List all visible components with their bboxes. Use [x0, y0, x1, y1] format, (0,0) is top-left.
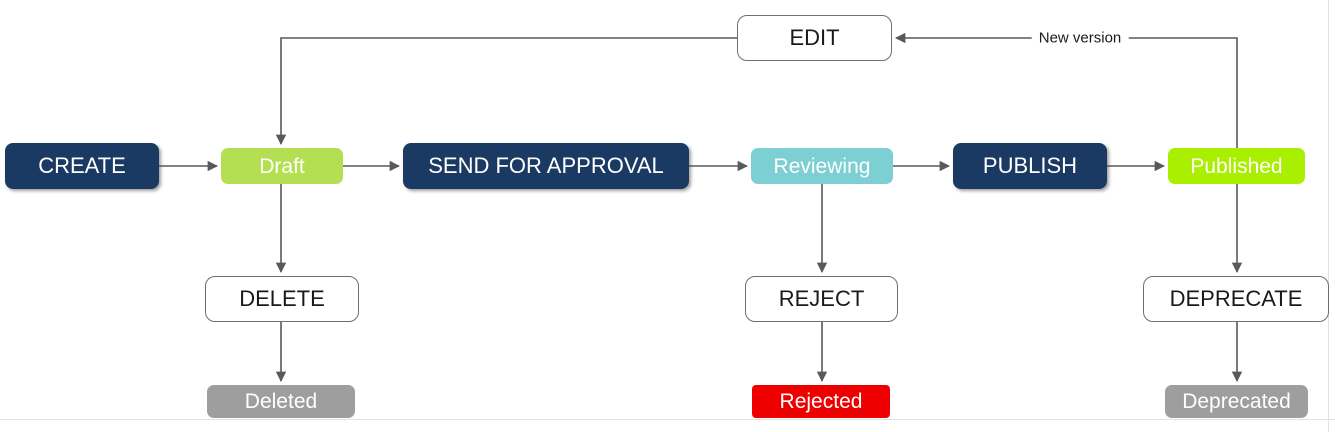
node-deleted[interactable]: Deleted [207, 385, 355, 418]
node-draft[interactable]: Draft [221, 148, 343, 184]
page-edge-bottom [0, 419, 1335, 420]
node-edit-label: EDIT [789, 25, 840, 50]
node-published[interactable]: Published [1168, 148, 1305, 184]
node-deprecate-label: DEPRECATE [1169, 286, 1303, 311]
node-publish-label: PUBLISH [982, 153, 1078, 178]
node-send-for-approval[interactable]: SEND FOR APPROVAL [403, 143, 689, 189]
node-reviewing-label: Reviewing [773, 154, 871, 178]
node-published-label: Published [1190, 154, 1283, 178]
node-deprecated-label: Deprecated [1182, 390, 1291, 413]
node-create[interactable]: CREATE [5, 143, 159, 189]
node-delete[interactable]: DELETE [205, 276, 359, 322]
edge-edit-to-draft [275, 37, 737, 146]
node-reject[interactable]: REJECT [745, 276, 898, 322]
node-send-for-approval-label: SEND FOR APPROVAL [428, 153, 664, 178]
node-draft-label: Draft [259, 154, 305, 178]
node-deleted-label: Deleted [244, 390, 318, 413]
edge-label-new-version: New version [1031, 30, 1129, 46]
node-delete-label: DELETE [239, 286, 325, 311]
node-rejected[interactable]: Rejected [752, 385, 890, 418]
node-reject-label: REJECT [778, 286, 865, 311]
node-rejected-label: Rejected [779, 390, 863, 413]
edge-published-to-edit [894, 32, 1238, 148]
node-deprecate[interactable]: DEPRECATE [1143, 276, 1329, 322]
node-publish[interactable]: PUBLISH [953, 143, 1107, 189]
node-create-label: CREATE [38, 153, 126, 178]
node-deprecated[interactable]: Deprecated [1165, 385, 1308, 418]
node-edit[interactable]: EDIT [737, 15, 892, 61]
node-reviewing[interactable]: Reviewing [751, 148, 893, 184]
page-edge-right [1328, 0, 1329, 432]
